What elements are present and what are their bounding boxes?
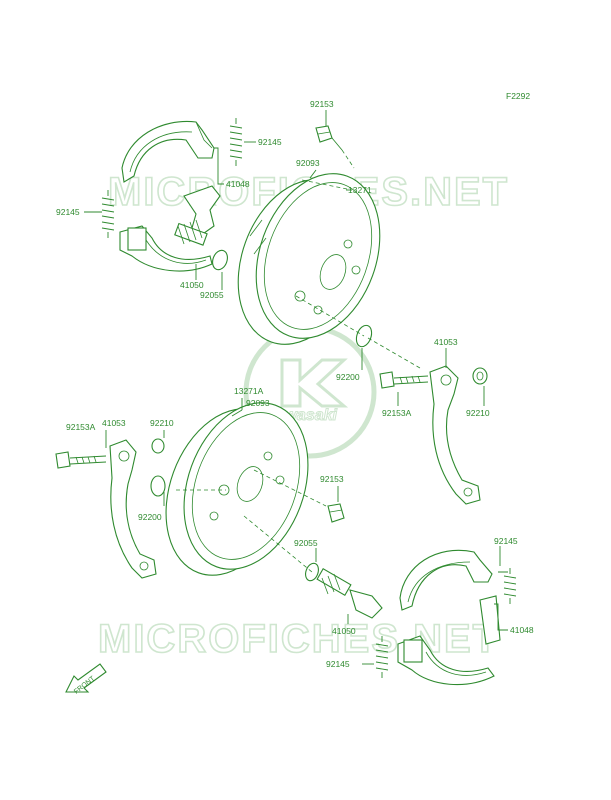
brake-shoe-lower-lower [397, 595, 501, 686]
part-label: 92055 [294, 538, 318, 548]
leader-lines [84, 110, 508, 665]
part-label: 92093 [296, 158, 320, 168]
spring-lower-right [503, 568, 517, 604]
spring-top-left [101, 190, 115, 238]
brake-arm-right [429, 365, 481, 505]
washer-left [150, 475, 166, 497]
spring-top-right [229, 118, 243, 166]
brake-shoe-top-upper [121, 120, 215, 183]
brake-arm-left [109, 439, 157, 579]
o-ring-lower [305, 562, 319, 582]
bolt-top [315, 125, 343, 151]
brake-drum-lower [165, 402, 309, 576]
brake-shoe-top-lower [119, 225, 213, 272]
front-arrow: FRONT [65, 663, 107, 696]
watermark-layer: MICROFICHES.NET MICROFICHES.NET Kawasaki [97, 169, 508, 662]
spring-lower-left [375, 636, 389, 678]
bolt-middle [327, 503, 345, 523]
brake-shoe-lower-upper [399, 549, 493, 611]
brake-drum-top [237, 173, 381, 345]
part-label: 92200 [336, 372, 360, 382]
bolt-right [379, 371, 429, 389]
part-label: 92210 [150, 418, 174, 428]
part-label: 13271A [234, 386, 264, 396]
washer-right [472, 367, 488, 385]
part-label: 41050 [332, 626, 356, 636]
part-label: 92145 [56, 207, 80, 217]
part-label: 41053 [102, 418, 126, 428]
part-label: 92093 [246, 398, 270, 408]
part-labels: 92153 92145 92093 13271 41048 92145 4105… [56, 99, 534, 669]
washer-left-small [151, 438, 165, 454]
part-label: 92145 [494, 536, 518, 546]
part-label: 41053 [434, 337, 458, 347]
part-label: 13271 [348, 185, 372, 195]
camshaft-top [174, 185, 221, 246]
part-label: 41048 [510, 625, 534, 635]
watermark-site-bottom: MICROFICHES.NET [98, 617, 499, 661]
part-label: 92153A [382, 408, 412, 418]
part-label: 92145 [326, 659, 350, 669]
o-ring-top [212, 249, 228, 271]
bolt-left [55, 451, 107, 469]
part-label: 92055 [200, 290, 224, 300]
camshaft-lower [316, 568, 383, 619]
part-label: 41050 [180, 280, 204, 290]
figure-code: F2292 [506, 91, 530, 101]
part-label: 41048 [226, 179, 250, 189]
part-label: 92153A [66, 422, 96, 432]
part-label: 92200 [138, 512, 162, 522]
part-label: 92153 [310, 99, 334, 109]
part-label: 92153 [320, 474, 344, 484]
part-label: 92210 [466, 408, 490, 418]
part-label: 92145 [258, 137, 282, 147]
